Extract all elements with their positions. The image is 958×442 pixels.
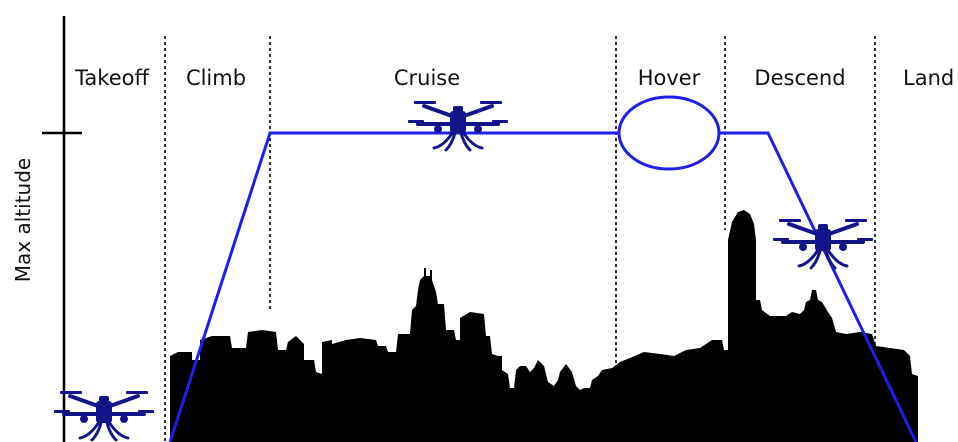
drone-icon <box>771 217 875 270</box>
phase-label-takeoff: Takeoff <box>74 66 149 90</box>
climb-cruise-segment <box>168 131 620 442</box>
drone-icon <box>406 99 510 152</box>
phase-label-cruise: Cruise <box>394 66 460 90</box>
phase-label-land: Land <box>903 66 954 90</box>
hover-loop <box>617 95 721 171</box>
phase-label-hover: Hover <box>638 66 701 90</box>
drone-icon <box>52 389 156 442</box>
descend-land-segment <box>720 131 918 442</box>
y-axis-label: Max altitude <box>11 158 35 282</box>
phase-label-descend: Descend <box>754 66 845 90</box>
flight-path <box>168 95 918 442</box>
skyline-silhouette <box>170 210 918 442</box>
phase-label-climb: Climb <box>186 66 246 90</box>
